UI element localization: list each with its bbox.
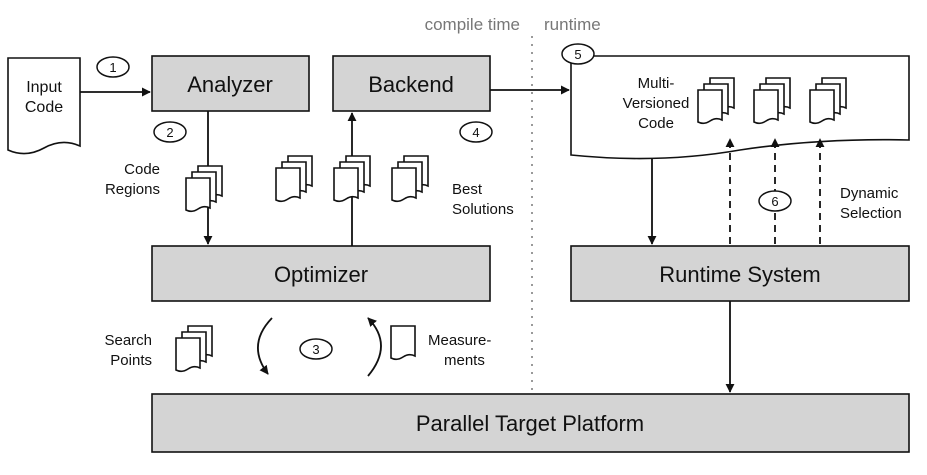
search-points-stack <box>176 326 212 371</box>
backend-box <box>332 55 491 112</box>
best-solutions-line1: Best <box>452 181 483 198</box>
best-solutions-stack-1 <box>276 156 312 201</box>
best-solutions-stack-3 <box>392 156 428 201</box>
step-6-marker: 6 <box>758 190 792 212</box>
search-points-line1: Search <box>104 332 152 349</box>
step-6-label: 6 <box>771 194 778 209</box>
input-code-document <box>7 57 81 155</box>
step-5-marker: 5 <box>561 43 595 65</box>
dynamic-selection-line1: Dynamic <box>840 185 899 202</box>
step-2-marker: 2 <box>153 121 187 143</box>
measurements-document <box>390 325 416 361</box>
input-label-line1: Input <box>26 79 62 96</box>
dynamic-selection-line2: Selection <box>840 205 902 222</box>
step-1-marker: 1 <box>96 56 130 78</box>
multi-versioned-line1: Multi- <box>638 75 675 92</box>
measurements-line1: Measure- <box>428 332 491 349</box>
runtime-label: runtime <box>544 15 601 34</box>
loop-arrow-right <box>367 317 382 377</box>
multi-versioned-line2: Versioned <box>623 95 690 112</box>
step-5-label: 5 <box>574 47 581 62</box>
code-regions-stack <box>186 166 222 211</box>
measurements-line2: ments <box>444 352 485 369</box>
loop-arrow-left <box>257 317 273 375</box>
search-points-line2: Points <box>110 352 152 369</box>
optimizer-label: Optimizer <box>274 262 368 287</box>
step-2-label: 2 <box>166 125 173 140</box>
best-solutions-stack-2 <box>334 156 370 201</box>
compile-time-label: compile time <box>425 15 520 34</box>
multi-versioned-line3: Code <box>638 115 674 132</box>
best-solutions-line2: Solutions <box>452 201 514 218</box>
input-label-line2: Code <box>25 99 63 116</box>
runtime-system-label: Runtime System <box>659 262 820 287</box>
code-regions-line1: Code <box>124 161 160 178</box>
analyzer-label: Analyzer <box>187 72 273 97</box>
step-1-label: 1 <box>109 60 116 75</box>
runtime-system-box <box>570 245 910 302</box>
step-4-marker: 4 <box>459 121 493 143</box>
platform-label: Parallel Target Platform <box>416 411 644 436</box>
backend-label: Backend <box>368 72 454 97</box>
code-regions-line2: Regions <box>105 181 160 198</box>
step-4-label: 4 <box>472 125 479 140</box>
optimizer-box <box>151 245 491 302</box>
platform-box <box>151 393 910 453</box>
analyzer-box <box>151 55 310 112</box>
step-3-label: 3 <box>312 342 319 357</box>
step-3-marker: 3 <box>299 338 333 360</box>
